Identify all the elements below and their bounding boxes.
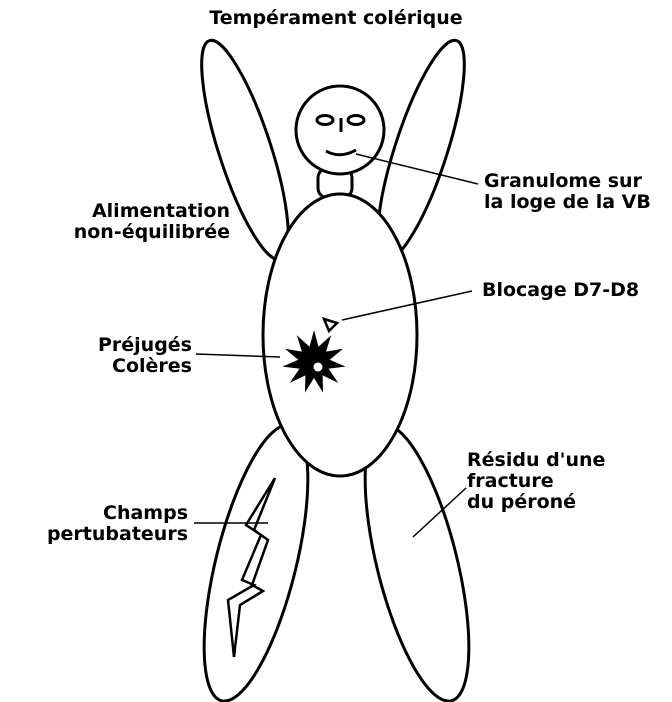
starburst-center <box>314 363 323 372</box>
label-alimentation-line1: Alimentation <box>26 201 230 222</box>
label-residu: Résidu d'une fracture du péroné <box>467 450 605 513</box>
label-champs-line1: Champs <box>40 503 188 524</box>
label-granulome-line2: la loge de la VB <box>484 192 651 213</box>
label-prejuges-line1: Préjugés <box>60 335 192 356</box>
label-residu-line1: Résidu d'une <box>467 450 605 471</box>
label-blocage-line1: Blocage D7-D8 <box>482 280 639 301</box>
label-residu-line3: du péroné <box>467 492 605 513</box>
label-alimentation: Alimentation non-équilibrée <box>26 201 230 243</box>
label-champs-line2: pertubateurs <box>40 524 188 545</box>
label-alimentation-line2: non-équilibrée <box>26 222 230 243</box>
label-granulome: Granulome sur la loge de la VB <box>484 171 651 213</box>
label-champs: Champs pertubateurs <box>40 503 188 545</box>
torso <box>263 194 417 476</box>
label-prejuges: Préjugés Colères <box>60 335 192 377</box>
label-prejuges-line2: Colères <box>60 356 192 377</box>
page-title: Tempérament colérique <box>120 8 552 29</box>
label-blocage: Blocage D7-D8 <box>482 280 639 301</box>
label-granulome-line1: Granulome sur <box>484 171 651 192</box>
label-residu-line2: fracture <box>467 471 605 492</box>
title-text: Tempérament colérique <box>120 8 552 29</box>
